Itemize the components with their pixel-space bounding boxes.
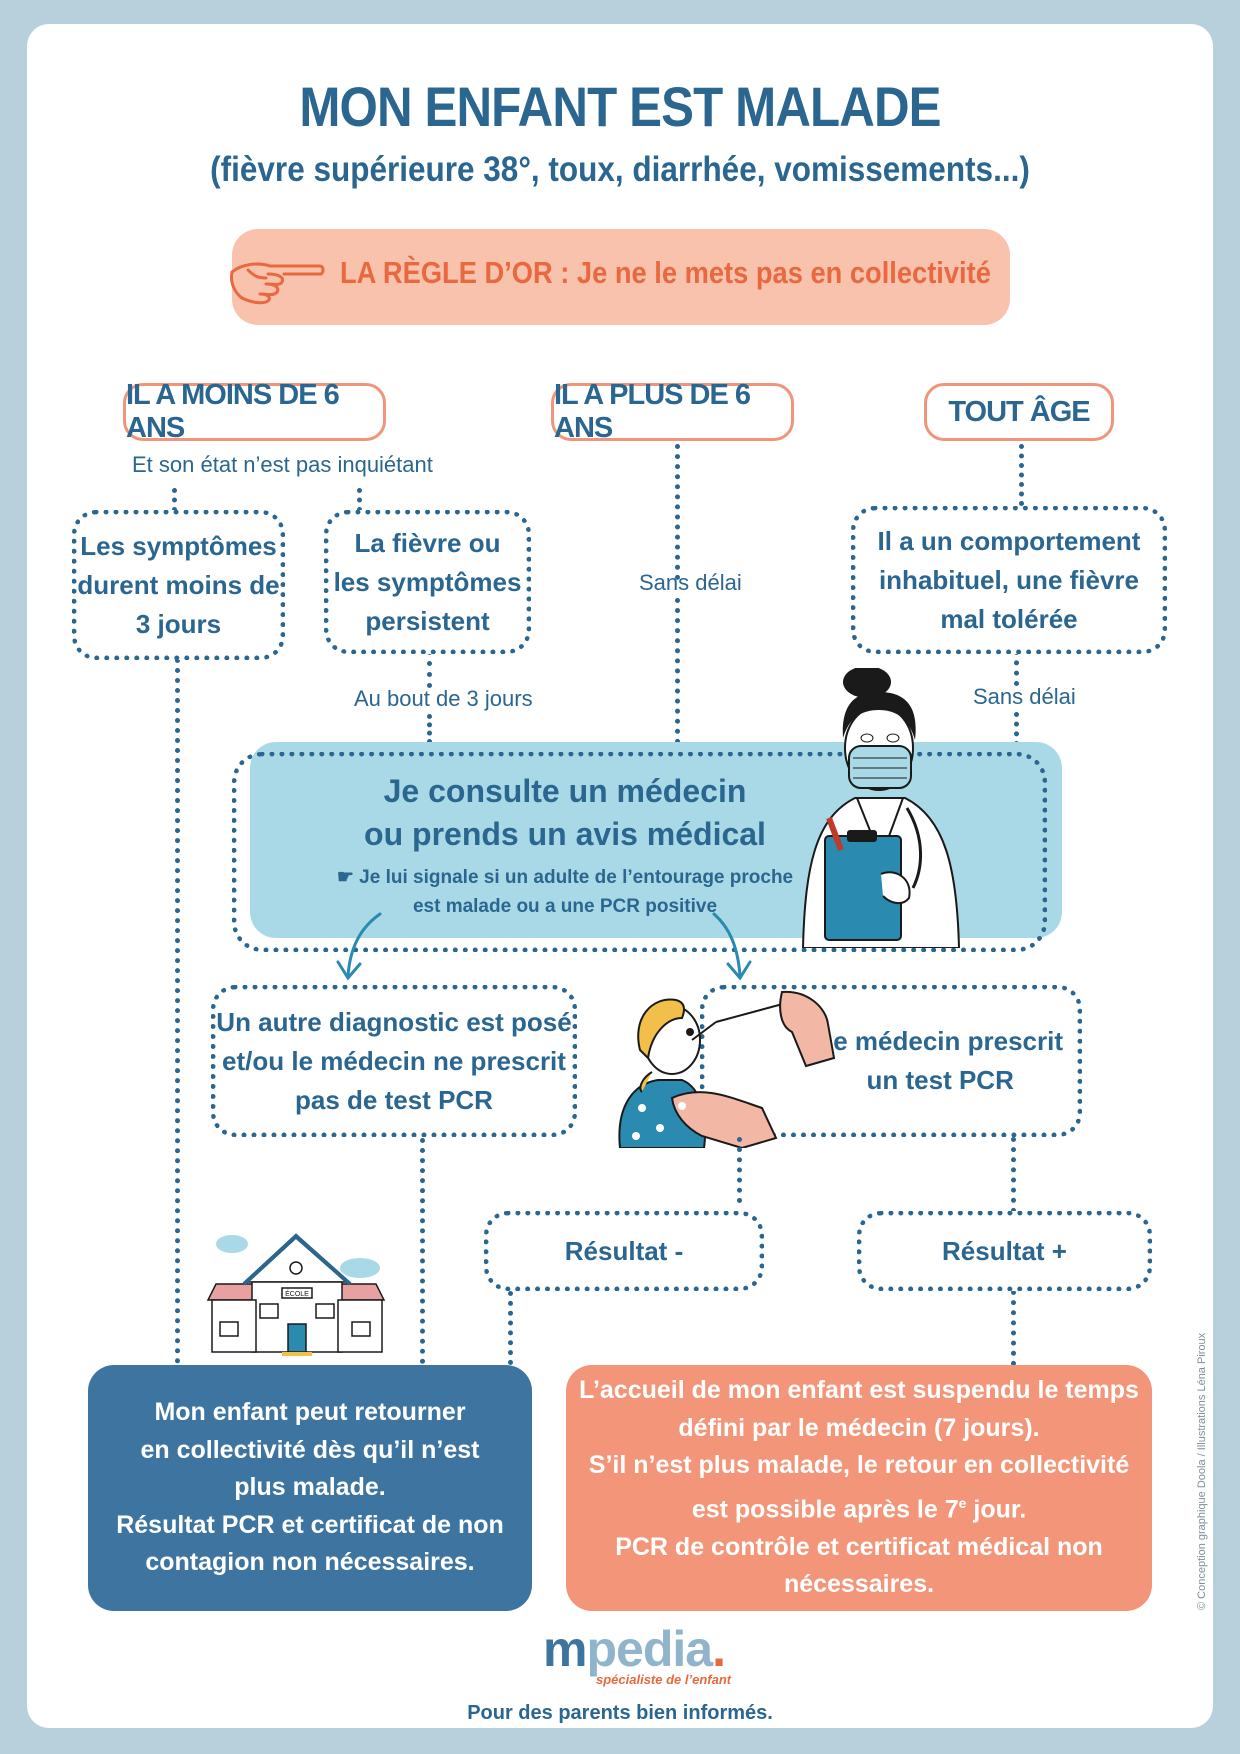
result-negative-box: Résultat -	[484, 1211, 764, 1291]
no-delay-center: Sans délai	[639, 570, 742, 595]
consult-note-1: ☛ Je lui signale si un adulte de l’entou…	[336, 867, 794, 888]
no-delay-right: Sans délai	[973, 684, 1076, 709]
golden-rule-banner	[232, 229, 1010, 325]
after-3-days-label: Au bout de 3 jours	[354, 686, 533, 711]
credits: © Conception graphique Doola / Illustrat…	[1196, 1332, 1208, 1610]
age-over-6: IL A PLUS DE 6 ANS	[551, 379, 794, 444]
page-subtitle: (fièvre supérieure 38°, toux, diarrhée, …	[210, 150, 1030, 189]
brand-logo: mpedia.	[543, 1621, 726, 1677]
age-all: TOUT ÂGE	[924, 383, 1114, 441]
school-illustration: ÉCOLE	[206, 1233, 386, 1356]
school-sign: ÉCOLE	[285, 1289, 309, 1298]
golden-rule-text: LA RÈGLE D’OR : Je ne le mets pas en col…	[340, 255, 991, 290]
doctor-illustration	[801, 668, 961, 948]
other-diagnosis-box: Un autre diagnostic est posé et/ou le mé…	[211, 985, 577, 1137]
outcome-return-box: Mon enfant peut retourner en collectivit…	[88, 1365, 532, 1611]
brand-tagline: spécialiste de l’enfant	[596, 1672, 732, 1687]
unusual-behavior-box: Il a un comportement inhabituel, une fiè…	[851, 506, 1167, 654]
under6-note: Et son état n’est pas inquiétant	[132, 452, 433, 477]
consult-note-2: est malade ou a une PCR positive	[412, 896, 718, 917]
page-title: MON ENFANT EST MALADE	[299, 75, 941, 138]
consult-title-2: ou prends un avis médical	[364, 816, 766, 852]
symptoms-persist-box: La fièvre ou les symptômes persistent	[324, 510, 531, 654]
pointing-hand-icon	[230, 262, 325, 305]
symptoms-short-box: Les symptômes durent moins de 3 jours	[72, 510, 285, 660]
consult-box	[232, 752, 1047, 952]
result-positive-box: Résultat +	[857, 1211, 1152, 1291]
age-under-6: IL A MOINS DE 6 ANS	[123, 379, 386, 444]
outcome-suspend-box: L’accueil de mon enfant est suspendu le …	[566, 1365, 1152, 1611]
child-swab-illustration	[618, 990, 836, 1148]
consult-arrows	[336, 912, 752, 981]
consult-title-1: Je consulte un médecin	[383, 773, 747, 809]
brand-slogan: Pour des parents bien informés.	[467, 1702, 773, 1724]
